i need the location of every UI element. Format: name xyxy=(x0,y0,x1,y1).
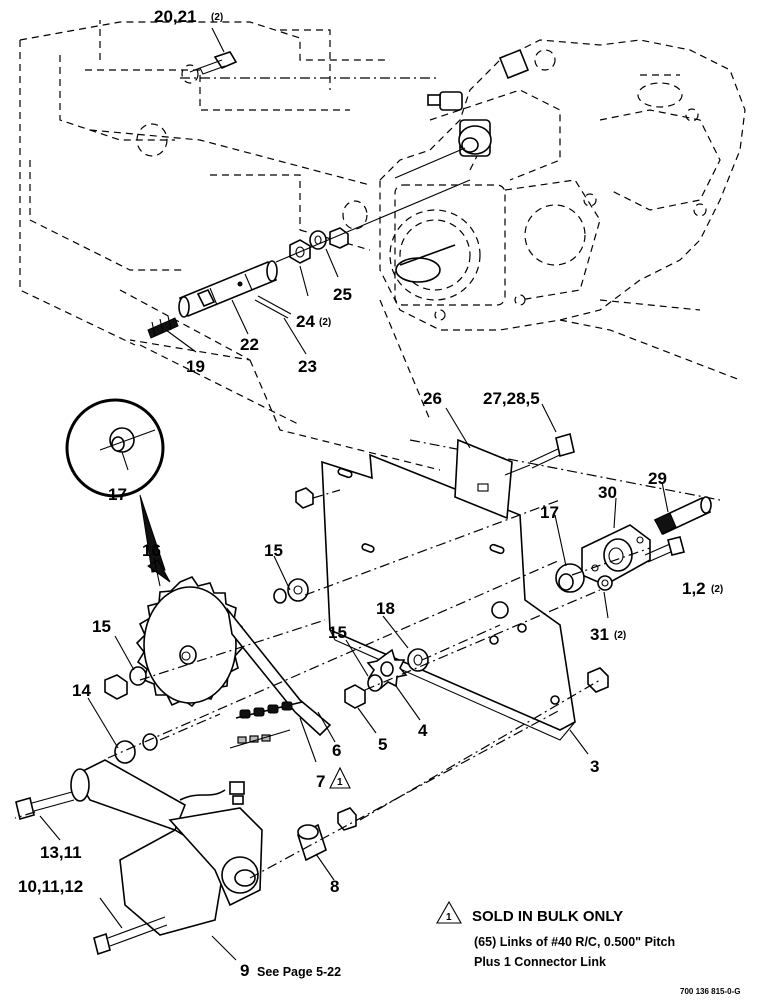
upper-shaft-assembly xyxy=(147,51,471,339)
label-25: 25 xyxy=(333,285,352,304)
washers-15-left xyxy=(104,578,309,700)
cotter-pin-23 xyxy=(254,295,292,319)
label-9: 9 xyxy=(240,961,249,980)
note-title: SOLD IN BULK ONLY xyxy=(472,908,623,925)
label-22: 22 xyxy=(240,335,259,354)
bearing-17 xyxy=(555,563,585,593)
label-14: 14 xyxy=(72,681,91,700)
label-4: 4 xyxy=(418,721,428,740)
spring-19 xyxy=(147,315,179,339)
label-3: 3 xyxy=(590,757,599,776)
bolt-1-2 xyxy=(644,536,685,563)
label-8: 8 xyxy=(330,877,339,896)
label-23: 23 xyxy=(298,357,317,376)
shaft-29 xyxy=(653,496,712,536)
leader-lines xyxy=(39,27,669,961)
label-15-top: 15 xyxy=(264,541,283,560)
label-20-21-qty: (2) xyxy=(211,12,223,23)
callout-labels: 20,21 (2) 25 24 (2) 19 22 23 26 27,28,5 … xyxy=(18,7,723,980)
bulk-note: 1 SOLD IN BULK ONLY (65) Links of #40 R/… xyxy=(436,900,675,969)
washers-15-5 xyxy=(344,674,383,709)
nut-right xyxy=(587,667,609,693)
bolt-27-28-5 xyxy=(504,432,575,476)
label-6: 6 xyxy=(332,741,341,760)
bushing-18 xyxy=(407,648,429,672)
label-18: 18 xyxy=(376,599,395,618)
nut-top-left xyxy=(295,487,314,509)
bolt-13-11 xyxy=(15,791,75,820)
label-7-mark: 1 xyxy=(337,777,343,788)
label-17: 17 xyxy=(540,503,559,522)
note-line-1: (65) Links of #40 R/C, 0.500" Pitch xyxy=(474,935,675,949)
label-16: 16 xyxy=(142,541,161,560)
label-15-left: 15 xyxy=(92,617,111,636)
spacer-8 xyxy=(297,807,357,862)
label-27-28-5: 27,28,5 xyxy=(483,389,540,408)
hydraulic-pump-assembly xyxy=(379,39,746,331)
label-26: 26 xyxy=(423,389,442,408)
label-10-11-12: 10,11,12 xyxy=(18,877,83,896)
label-7: 7 xyxy=(316,772,325,791)
sprocket-16 xyxy=(135,576,245,708)
label-24-qty: (2) xyxy=(319,317,331,328)
bolt-20-21 xyxy=(189,51,238,75)
label-20-21: 20,21 xyxy=(154,7,197,26)
label-13-11: 13,11 xyxy=(40,843,82,862)
washer-31 xyxy=(597,575,613,591)
note-warning-icon xyxy=(436,900,462,924)
pad-26 xyxy=(454,438,513,520)
roller-chain-7 xyxy=(226,607,332,749)
label-24: 24 xyxy=(296,312,315,331)
bearing-flange-30 xyxy=(581,524,651,586)
label-1-2: 1,2 xyxy=(682,579,706,598)
label-1-2-qty: (2) xyxy=(711,584,723,595)
bulk-warning-icon xyxy=(329,766,351,789)
bolt-10-11-12 xyxy=(93,916,168,956)
mounting-plate-3 xyxy=(321,453,576,741)
label-31-qty: (2) xyxy=(614,630,626,641)
drawing-code: 700 136 815-0-G xyxy=(680,987,741,996)
motor-actuator-9 xyxy=(70,759,263,936)
note-line-2: Plus 1 Connector Link xyxy=(474,955,606,969)
spacer-14 xyxy=(114,733,158,764)
center-lines xyxy=(14,489,651,879)
shaft-22 xyxy=(178,260,278,318)
label-29: 29 xyxy=(648,469,667,488)
label-30: 30 xyxy=(598,483,617,502)
detail-circle xyxy=(65,398,171,583)
note-mark: 1 xyxy=(446,912,452,923)
label-19: 19 xyxy=(186,357,205,376)
label-15-center: 15 xyxy=(328,623,347,642)
label-5: 5 xyxy=(378,735,387,754)
label-31: 31 xyxy=(590,625,609,644)
label-17-detail: 17 xyxy=(108,485,127,504)
label-9-reference: See Page 5-22 xyxy=(257,965,341,979)
